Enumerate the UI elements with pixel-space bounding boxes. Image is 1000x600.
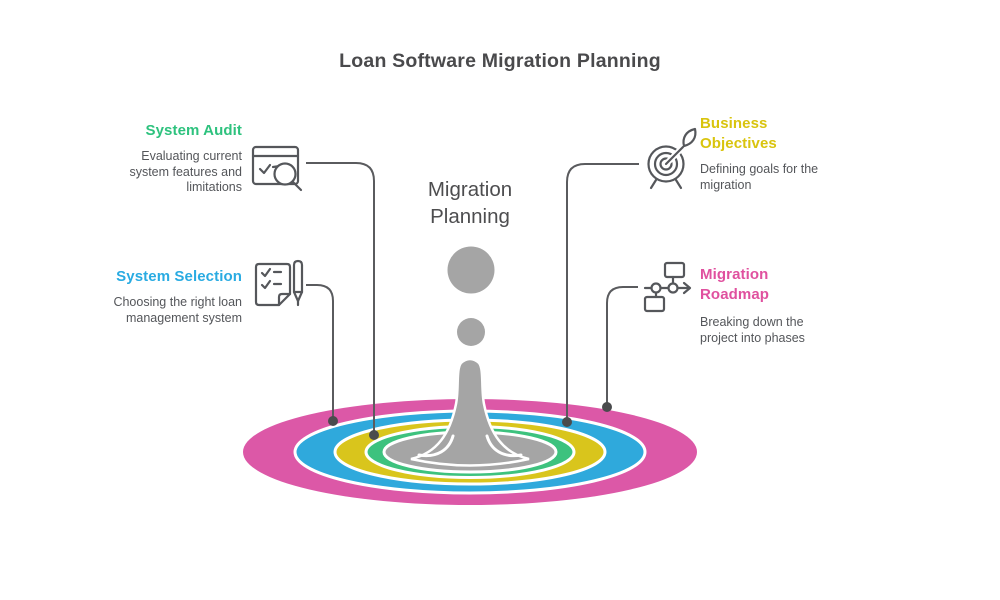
item-description: Evaluating current system features and l… (129, 149, 242, 194)
browser-audit-icon (251, 145, 303, 192)
connector-business-objectives (566, 163, 639, 420)
item-system-audit: System Audit Evaluating current system f… (58, 121, 242, 196)
connector-system-selection (306, 284, 334, 419)
page-title: Loan Software Migration Planning (339, 50, 661, 72)
roadmap-icon (643, 261, 692, 313)
splash-highlights (417, 434, 523, 458)
item-system-selection: System Selection Choosing the right loan… (38, 267, 242, 326)
splash-column (410, 357, 530, 467)
item-label: System Selection (116, 268, 242, 285)
connector-lines (306, 162, 639, 440)
item-description: Breaking down the project into phases (700, 315, 805, 345)
item-description: Choosing the right loan management syste… (113, 295, 242, 325)
item-migration-roadmap: Migration Roadmap Breaking down the proj… (700, 265, 850, 346)
item-label: Business Objectives (700, 115, 777, 152)
item-label: System Audit (145, 122, 242, 139)
item-description: Defining goals for the migration (700, 162, 819, 192)
connector-system-audit (306, 162, 375, 433)
target-dart-icon (647, 127, 697, 190)
connector-dot (562, 417, 572, 427)
center-label: Migration Planning (427, 178, 513, 228)
connector-dot (369, 430, 379, 440)
checklist-pen-icon (254, 259, 304, 307)
item-business-objectives: Business Objectives Defining goals for t… (700, 114, 850, 193)
connector-dot (328, 416, 338, 426)
connector-migration-roadmap (606, 286, 638, 405)
drop-small (457, 318, 485, 346)
connector-dot (602, 402, 612, 412)
item-label: Migration Roadmap (700, 266, 770, 303)
drop-large (447, 246, 495, 294)
